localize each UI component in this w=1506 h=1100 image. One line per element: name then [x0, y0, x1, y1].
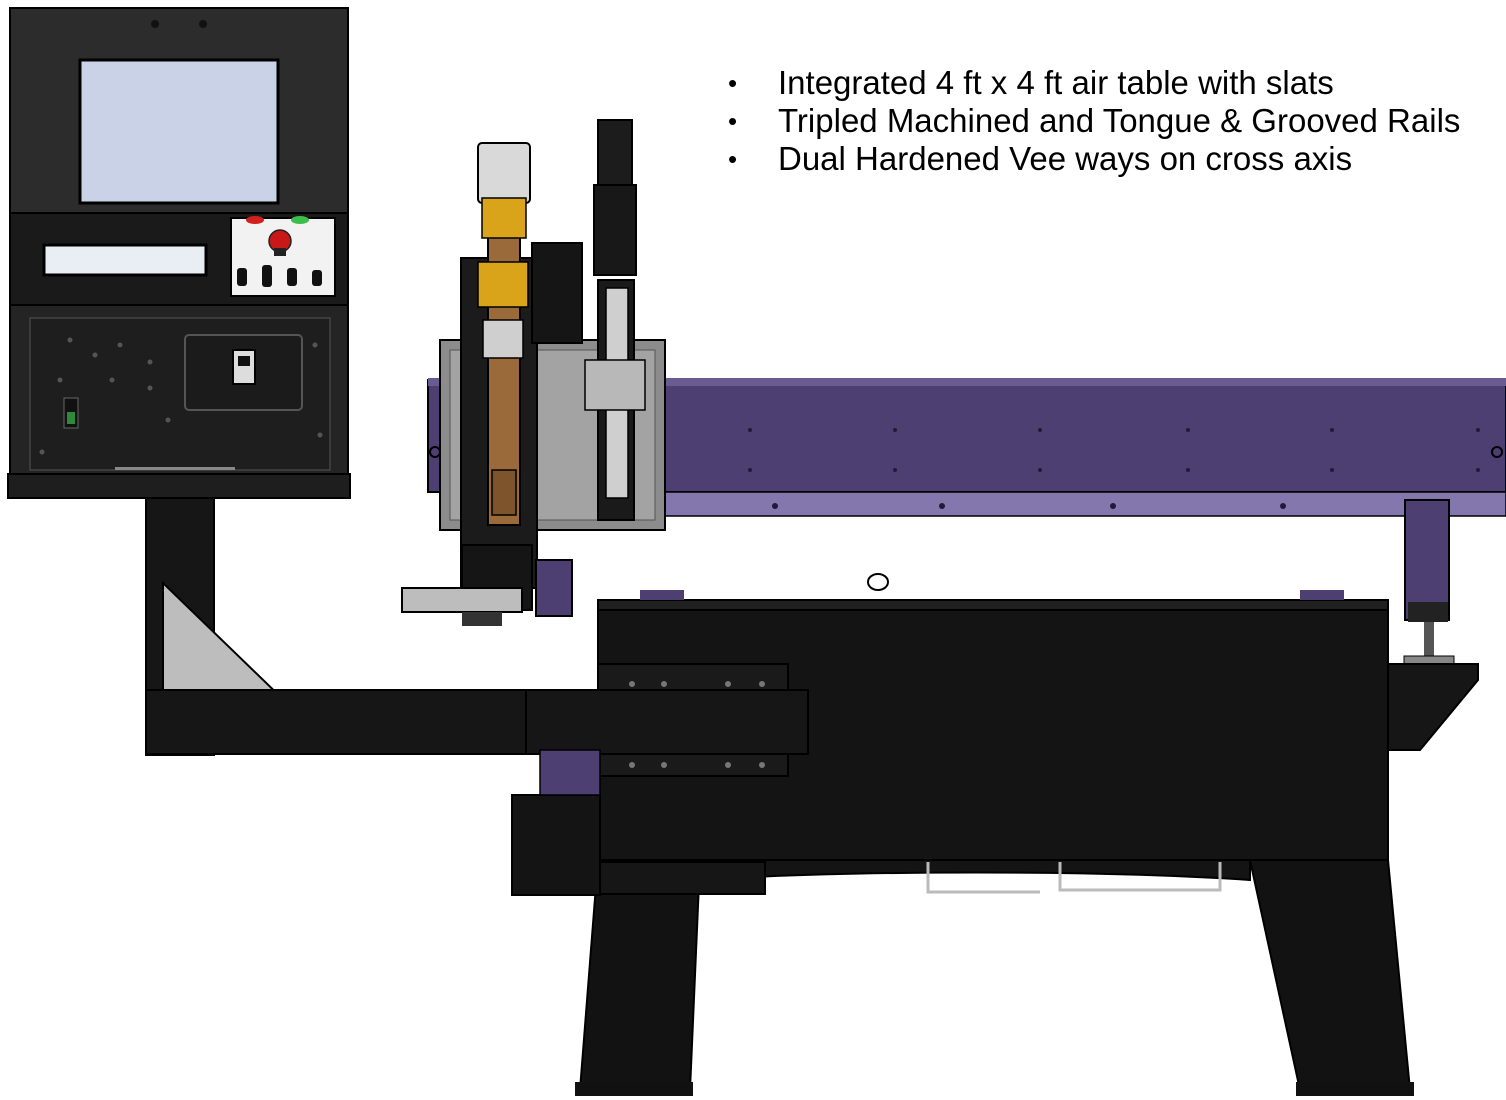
- feature-bullet-text: Dual Hardened Vee ways on cross axis: [778, 140, 1353, 177]
- feature-bullet-text: Integrated 4 ft x 4 ft air table with sl…: [778, 64, 1334, 101]
- control-console: [7, 7, 351, 499]
- console-display-strip: [42, 243, 208, 277]
- feature-bullet-item: • Dual Hardened Vee ways on cross axis: [728, 140, 1506, 178]
- plasma-torch: [477, 142, 531, 526]
- feature-bullet-text: Tripled Machined and Tongue & Grooved Ra…: [778, 102, 1461, 139]
- console-base-ledge: [7, 473, 351, 499]
- feature-bullet-item: • Tripled Machined and Tongue & Grooved …: [728, 102, 1506, 140]
- cutting-table: [511, 573, 1479, 1096]
- console-support-arm: [145, 497, 527, 756]
- bullet-dot-icon: •: [728, 106, 738, 136]
- marking-tool: [584, 119, 646, 521]
- torch-height-sensor: [401, 587, 523, 613]
- torch-carriage: [401, 119, 666, 626]
- bullet-dot-icon: •: [728, 68, 738, 98]
- bullet-dot-icon: •: [728, 144, 738, 174]
- table-right-leg: [1248, 859, 1412, 1091]
- feature-bullet-item: • Integrated 4 ft x 4 ft air table with …: [728, 64, 1506, 102]
- feature-bullet-list: • Integrated 4 ft x 4 ft air table with …: [728, 64, 1506, 178]
- console-screen: [78, 58, 280, 205]
